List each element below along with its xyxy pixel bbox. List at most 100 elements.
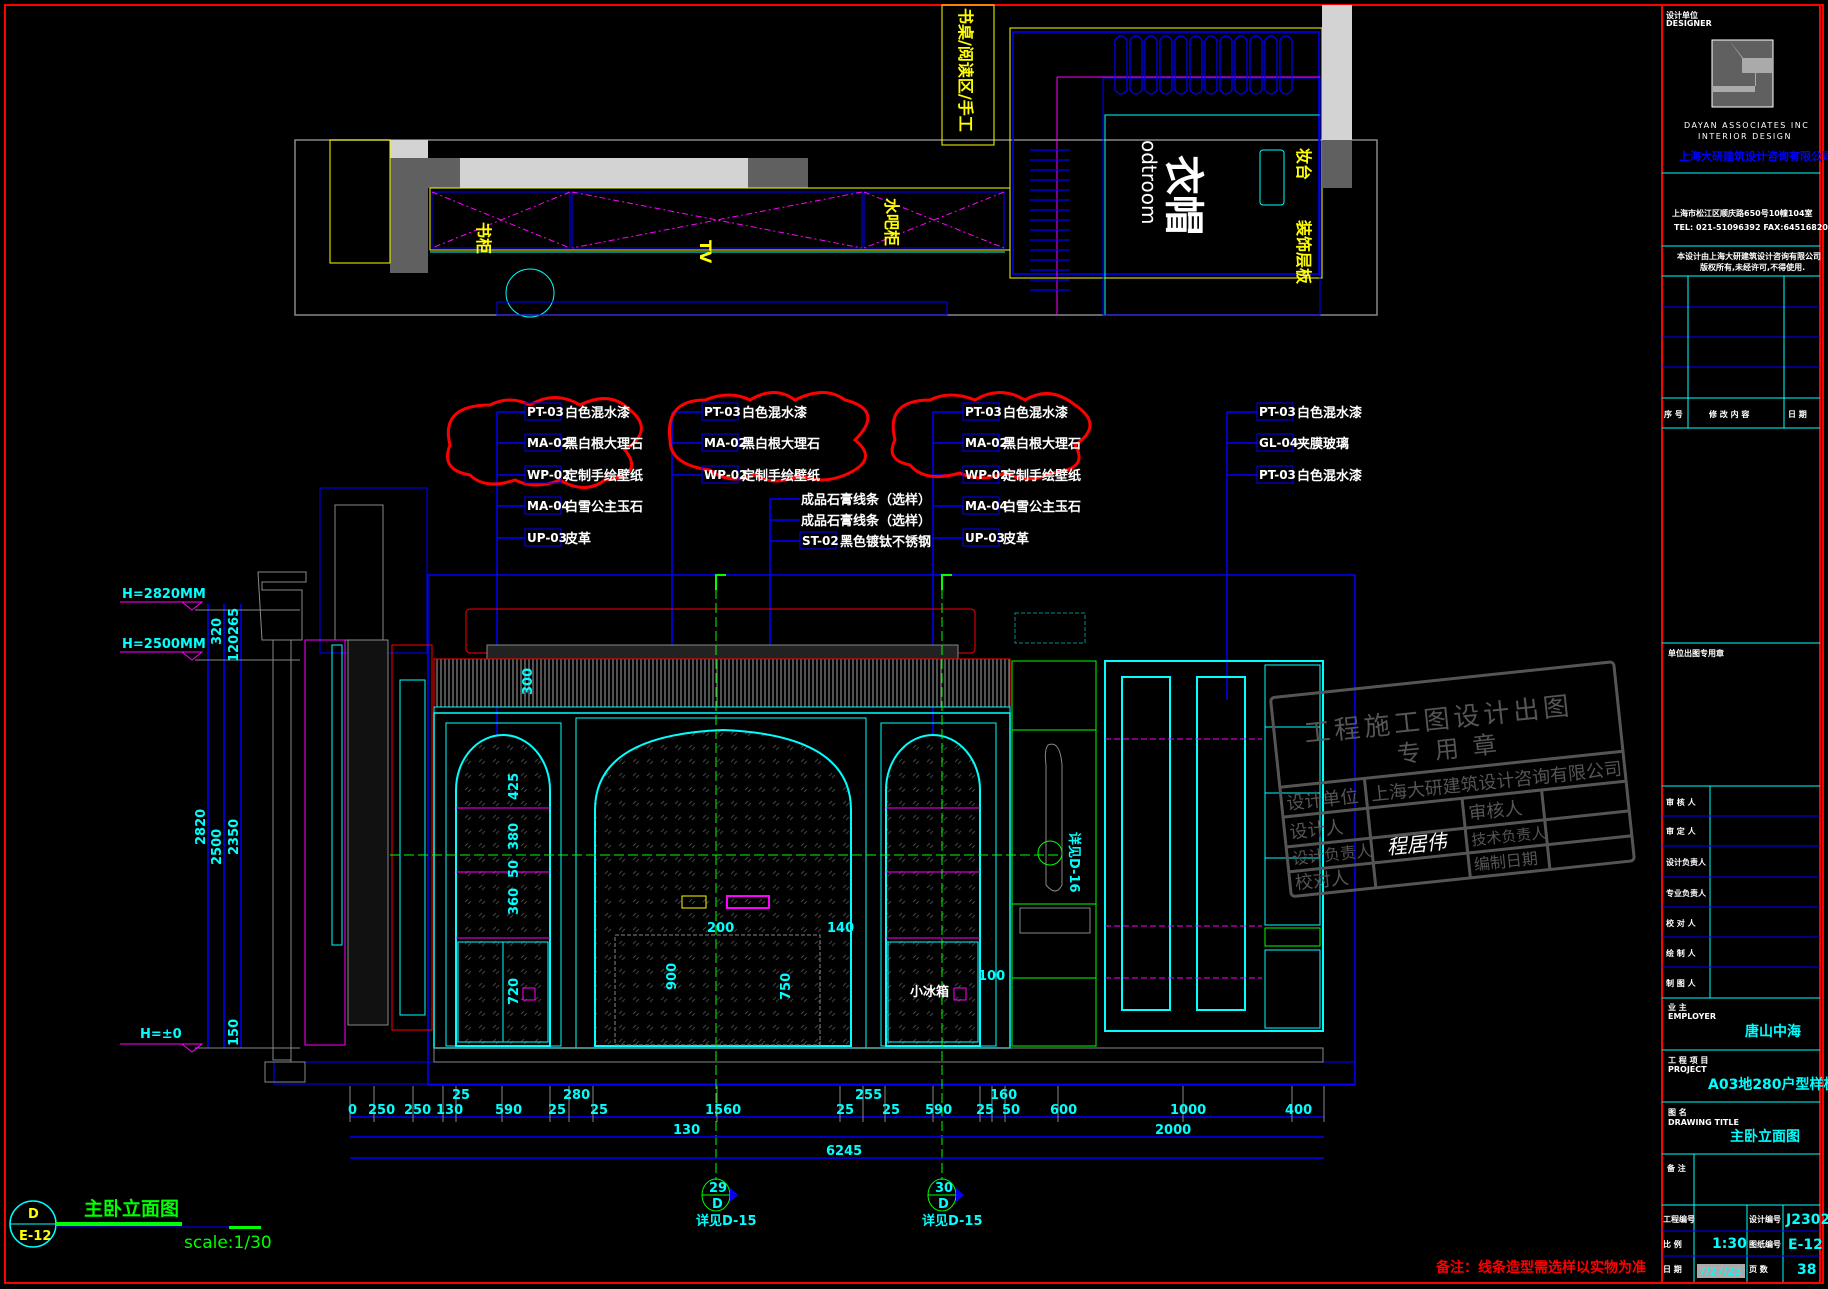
revision-date-header: 日 期 xyxy=(1788,409,1807,419)
material-code: PT-03 xyxy=(527,405,564,419)
dimension-label: 1000 xyxy=(1170,1103,1206,1118)
detail-reference: 详见D-16 xyxy=(1066,832,1082,893)
dimension-label: 750 xyxy=(779,973,794,1000)
date-value: 7/27/23 xyxy=(1699,1265,1741,1278)
material-code: MA-02 xyxy=(527,436,570,450)
material-code: PT-03 xyxy=(704,405,741,419)
material-desc: 白色混水漆 xyxy=(1297,468,1362,484)
firm-logo xyxy=(1711,39,1774,108)
dimension-label: 120 xyxy=(227,635,242,662)
firm-name-cn: 上海大研建筑设计咨询有限公司 xyxy=(1679,149,1828,163)
material-desc: 定制手绘壁纸 xyxy=(1002,468,1081,484)
stamp-row-label: 审核人 xyxy=(1468,798,1524,825)
open-hanging-niche xyxy=(1011,660,1097,1047)
approval-stamp: 工程施工图设计出图 专用章 设计单位 上海大研建筑设计咨询有限公司 设计人 设计… xyxy=(1269,660,1636,898)
copyright-line-1: 本设计由上海大研建筑设计咨询有限公司 xyxy=(1676,251,1821,261)
arched-niche-center xyxy=(575,717,867,1049)
remarks-label: 备 注 xyxy=(1666,1163,1686,1173)
section-sheet: D xyxy=(938,1197,949,1212)
dimension-label: 50 xyxy=(1002,1103,1020,1118)
role-label: 绘 制 人 xyxy=(1666,948,1697,958)
plan-labels: 书柜 TV 水吧柜 衣帽 odtroom 装饰层板 妆台 书桌/阅读区/手工 xyxy=(474,8,1313,285)
material-desc: 黑色镀钛不锈钢 xyxy=(840,534,931,550)
role-label: 审 核 人 xyxy=(1666,797,1697,807)
drawing-title: D E-12 主卧立面图 scale:1/30 xyxy=(9,1197,272,1253)
material-code: MA-04 xyxy=(527,499,570,513)
dimension-label: 900 xyxy=(665,963,680,990)
section-marker-29: 29 D 详见D-15 xyxy=(696,1178,757,1229)
dimension-label: 250 xyxy=(368,1103,395,1118)
material-desc: 黑白根大理石 xyxy=(742,436,820,452)
material-desc: 皮革 xyxy=(564,531,591,547)
dimension-label: 250 xyxy=(404,1103,431,1118)
dimension-label: 140 xyxy=(827,921,854,936)
elevation-drawing xyxy=(257,487,1356,1180)
dimension-label: 320 xyxy=(210,618,225,645)
dimension-label: 1560 xyxy=(705,1103,741,1118)
section-sheet: D xyxy=(712,1197,723,1212)
copyright-line-2: 版权所有,未经许可,不得使用. xyxy=(1699,262,1805,272)
material-desc: 成品石膏线条（选样） xyxy=(801,513,931,529)
dimension-label: 380 xyxy=(507,823,522,850)
material-desc: 黑白根大理石 xyxy=(565,436,643,452)
section-note: 详见D-15 xyxy=(696,1213,757,1229)
pages-value: 38 xyxy=(1797,1262,1816,1278)
dimension-label: 50 xyxy=(507,860,522,878)
sheet-number-label: 图纸编号 xyxy=(1749,1239,1781,1249)
design-number-label: 设计编号 xyxy=(1749,1214,1781,1224)
revision-clouds xyxy=(446,391,1092,489)
dimension-label: 425 xyxy=(507,773,522,800)
dimension-label: 590 xyxy=(925,1103,952,1118)
plan-label-bookcase: 书柜 xyxy=(474,222,493,254)
plan-label-tv: TV xyxy=(696,240,715,264)
material-desc: 白色混水漆 xyxy=(565,405,630,421)
dimension-label: 6245 xyxy=(826,1144,862,1159)
material-desc: 皮革 xyxy=(1002,531,1029,547)
project-number-label: 工程编号 xyxy=(1663,1214,1695,1224)
dimension-label: 360 xyxy=(507,888,522,915)
material-desc: 夹膜玻璃 xyxy=(1297,436,1349,452)
level-2820: H=2820MM xyxy=(122,587,206,602)
revision-number-header: 序 号 xyxy=(1664,409,1683,419)
plan-label-cloakroom-en: odtroom xyxy=(1137,140,1161,225)
dimension-label: 25 xyxy=(590,1103,608,1118)
material-desc: 白色混水漆 xyxy=(742,405,807,421)
dimension-label: 400 xyxy=(1285,1103,1312,1118)
sheet-title-label-en: DRAWING TITLE xyxy=(1668,1118,1739,1127)
dimension-label: 25 xyxy=(976,1103,994,1118)
dimension-label: 255 xyxy=(855,1088,882,1103)
dimension-label: 130 xyxy=(673,1123,700,1138)
dimension-label: 0 xyxy=(348,1103,357,1118)
dimension-label: 25 xyxy=(548,1103,566,1118)
drawing-index-bottom: E-12 xyxy=(19,1229,51,1244)
dimension-label: 150 xyxy=(227,1019,242,1046)
dimension-label: 2500 xyxy=(210,829,225,865)
firm-name-en: DAYAN ASSOCIATES INC xyxy=(1684,121,1809,130)
dimension-label: 25 xyxy=(836,1103,854,1118)
project-label-en: PROJECT xyxy=(1668,1065,1707,1074)
sheet-border xyxy=(4,4,1824,1284)
revision-content-header: 修 改 内 容 xyxy=(1708,409,1749,419)
firm-phone: TEL: 021-51096392 FAX:64516820 xyxy=(1674,223,1828,232)
material-desc: 白色混水漆 xyxy=(1297,405,1362,421)
sheet-number-value: E-12 xyxy=(1788,1237,1823,1253)
material-code: PT-03 xyxy=(1259,405,1296,419)
material-callouts xyxy=(446,391,1257,770)
scale-label: 比 例 xyxy=(1663,1239,1682,1249)
stamp-area-label: 单位出图专用章 xyxy=(1668,648,1724,658)
plan-label-deco-shelf: 装饰层板 xyxy=(1294,219,1313,285)
date-label: 日 期 xyxy=(1663,1264,1682,1274)
owner-label: 业 主 xyxy=(1668,1002,1687,1012)
height-dimensions: H=2820MM H=2500MM H=±0 2820 2500 2350 32… xyxy=(120,587,300,1053)
material-desc: 成品石膏线条（选样） xyxy=(801,492,931,508)
arched-glass-cabinet-right xyxy=(522,722,997,1047)
title-block: 设计单位 DESIGNER DAYAN ASSOCIATES INC INTER… xyxy=(1662,5,1828,1283)
material-code: PT-03 xyxy=(1259,468,1296,482)
inner-dimensions: 300 425 380 50 360 720 200 900 750 140 1… xyxy=(507,668,1082,1005)
dimension-label: 265 xyxy=(227,608,242,635)
plan-label-cloakroom: 衣帽 xyxy=(1160,155,1206,235)
material-desc: 白雪公主玉石 xyxy=(565,499,643,515)
